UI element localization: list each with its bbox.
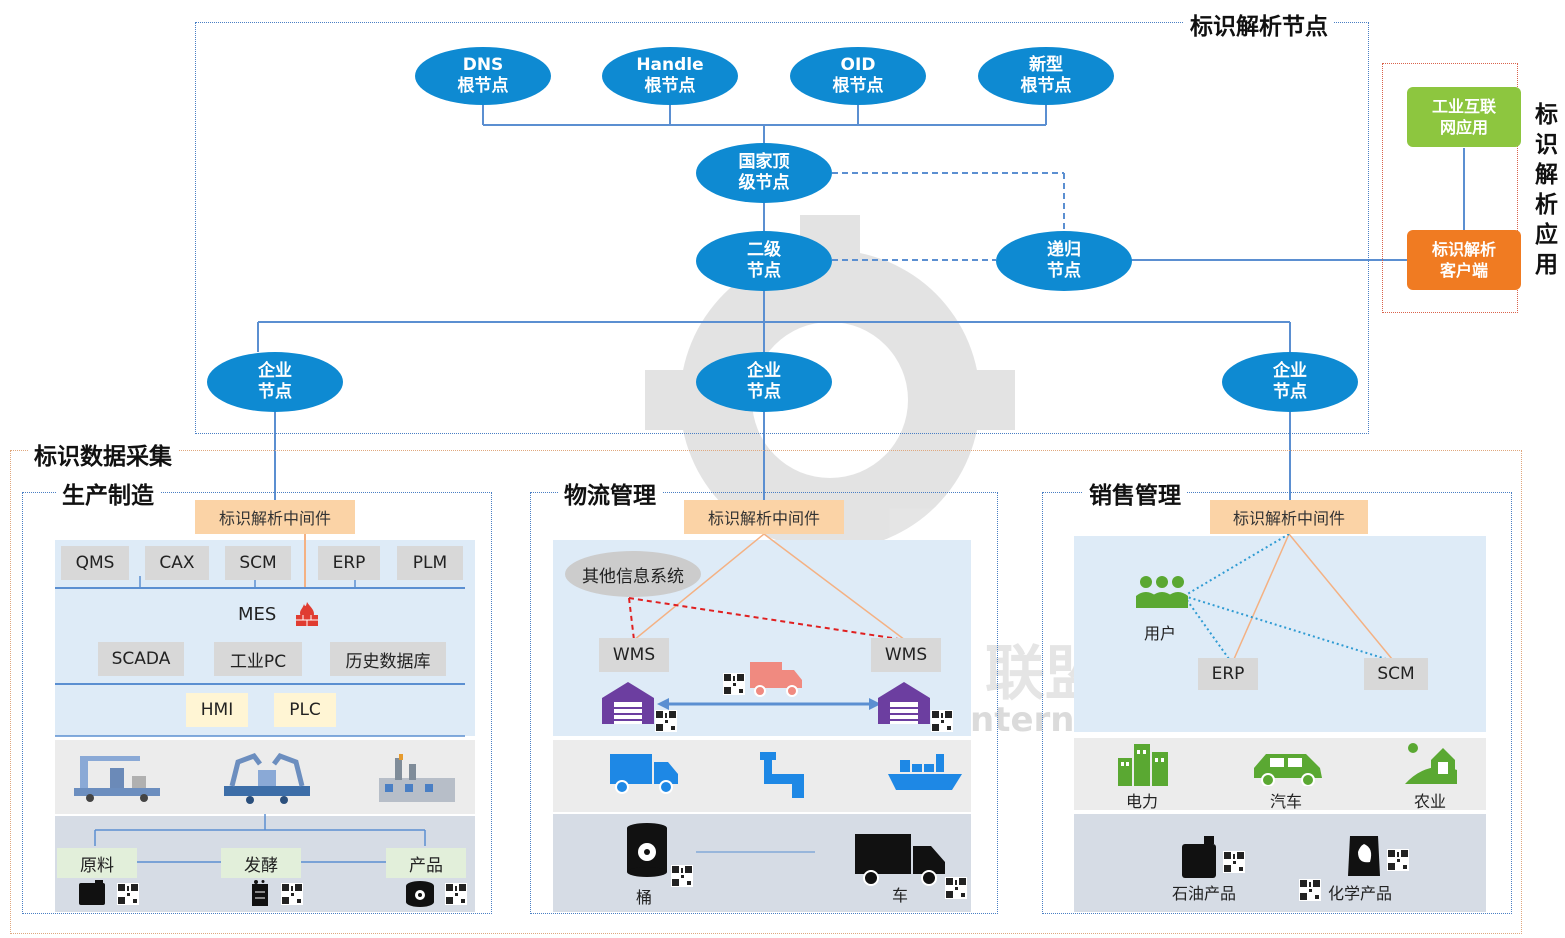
scm-system[interactable]: SCM <box>225 546 291 580</box>
chemical-label: 化学产品 <box>1328 884 1393 903</box>
fermentation-label: 发酵 <box>221 848 301 878</box>
qr-code-icon <box>655 710 677 732</box>
qr-code-icon <box>1387 849 1409 871</box>
logistics-title: 物流管理 <box>558 476 662 510</box>
warehouse-right-icon <box>878 682 930 724</box>
users-group-icon <box>1136 576 1188 608</box>
enterprise-node-center[interactable]: 企业 节点 <box>696 352 832 412</box>
collection-region-border <box>10 450 1522 934</box>
sales-title: 销售管理 <box>1083 476 1187 510</box>
wms-right-box[interactable]: WMS <box>871 638 941 672</box>
historian-db-system[interactable]: 历史数据库 <box>330 642 446 676</box>
logistics-panel-border <box>530 492 998 914</box>
handle-root-node[interactable]: Handle 根节点 <box>602 47 738 105</box>
sales-middleware[interactable]: 标识解析中间件 <box>1210 500 1368 534</box>
plc-box[interactable]: PLC <box>274 693 336 727</box>
recursive-node[interactable]: 递归 节点 <box>996 231 1132 291</box>
oil-can-icon <box>1182 836 1216 878</box>
power-label: 电力 <box>1126 792 1159 811</box>
sales-systems-panel <box>1074 536 1486 732</box>
blue-truck-icon <box>610 754 678 794</box>
product-label: 产品 <box>386 848 466 878</box>
agriculture-label: 农业 <box>1414 792 1447 811</box>
sales-scm-box[interactable]: SCM <box>1364 658 1428 690</box>
sales-products-panel <box>1074 814 1486 912</box>
secondary-node[interactable]: 二级 节点 <box>696 231 832 291</box>
radioactive-barrel-icon <box>627 823 667 877</box>
enterprise-node-left[interactable]: 企业 节点 <box>207 352 343 412</box>
fermentation-can-icon <box>252 880 268 906</box>
app-section-title: 标识解析应用 <box>1535 102 1558 278</box>
industrial-pc-system[interactable]: 工业PC <box>214 642 302 676</box>
raw-material-label: 原料 <box>57 848 137 878</box>
vehicle-label: 车 <box>892 886 909 905</box>
logistics-lines <box>628 534 906 853</box>
dns-root-node[interactable]: DNS 根节点 <box>415 47 551 105</box>
erp-system[interactable]: ERP <box>318 546 380 580</box>
iiot-app-box[interactable]: 工业互联 网应用 <box>1407 87 1521 147</box>
firewall-icon <box>296 602 318 626</box>
other-info-systems-bubble[interactable]: 其他信息系统 <box>565 551 701 597</box>
user-label: 用户 <box>1144 624 1177 643</box>
assembly-line-icon <box>74 756 160 802</box>
qr-code-icon <box>1223 851 1245 873</box>
barrel-label: 桶 <box>636 888 653 907</box>
collection-section-title: 标识数据采集 <box>28 437 178 471</box>
enterprise-node-right[interactable]: 企业 节点 <box>1222 352 1358 412</box>
robot-arm-line-icon <box>224 753 310 804</box>
power-buildings-icon <box>1118 744 1168 786</box>
plm-system[interactable]: PLM <box>397 546 463 580</box>
cax-system[interactable]: CAX <box>145 546 209 580</box>
qr-code-icon <box>945 877 967 899</box>
product-drum-icon <box>406 881 434 907</box>
car-icon <box>1254 754 1322 786</box>
qr-code-icon <box>281 883 303 905</box>
production-title: 生产制造 <box>56 476 160 510</box>
pipeline-icon <box>760 752 804 798</box>
logistics-middleware[interactable]: 标识解析中间件 <box>684 500 844 534</box>
national-top-node[interactable]: 国家顶 级节点 <box>696 143 832 203</box>
sales-erp-box[interactable]: ERP <box>1198 658 1258 690</box>
node-section-title: 标识解析节点 <box>1184 7 1334 41</box>
delivery-truck-pink-icon <box>750 662 802 697</box>
new-root-node[interactable]: 新型 根节点 <box>978 47 1114 105</box>
resolution-client-box[interactable]: 标识解析 客户端 <box>1407 230 1521 290</box>
scada-system[interactable]: SCADA <box>98 642 184 676</box>
chemical-bag-icon <box>1348 836 1380 876</box>
black-truck-icon <box>855 834 945 886</box>
production-middleware[interactable]: 标识解析中间件 <box>195 500 355 534</box>
hmi-box[interactable]: HMI <box>186 693 248 727</box>
raw-material-container-icon <box>79 880 105 905</box>
wms-left-box[interactable]: WMS <box>599 638 669 672</box>
auto-label: 汽车 <box>1270 792 1303 811</box>
node-region-border <box>195 22 1369 434</box>
oid-root-node[interactable]: OID 根节点 <box>790 47 926 105</box>
qr-code-icon <box>723 673 745 695</box>
qr-code-icon <box>671 865 693 887</box>
warehouse-left-icon <box>602 682 654 724</box>
sales-lines <box>1183 534 1393 660</box>
qr-code-icon <box>931 710 953 732</box>
mes-label: MES <box>238 604 277 625</box>
cargo-ship-icon <box>888 754 962 790</box>
app-region-border <box>1382 63 1518 313</box>
qms-system[interactable]: QMS <box>61 546 129 580</box>
factory-icon <box>379 754 455 802</box>
qr-code-icon <box>1299 879 1321 901</box>
farm-icon <box>1405 743 1457 784</box>
sales-panel-border <box>1042 492 1512 914</box>
qr-code-icon <box>117 883 139 905</box>
qr-code-icon <box>445 883 467 905</box>
petroleum-label: 石油产品 <box>1172 884 1237 903</box>
production-panel-border <box>22 492 492 914</box>
